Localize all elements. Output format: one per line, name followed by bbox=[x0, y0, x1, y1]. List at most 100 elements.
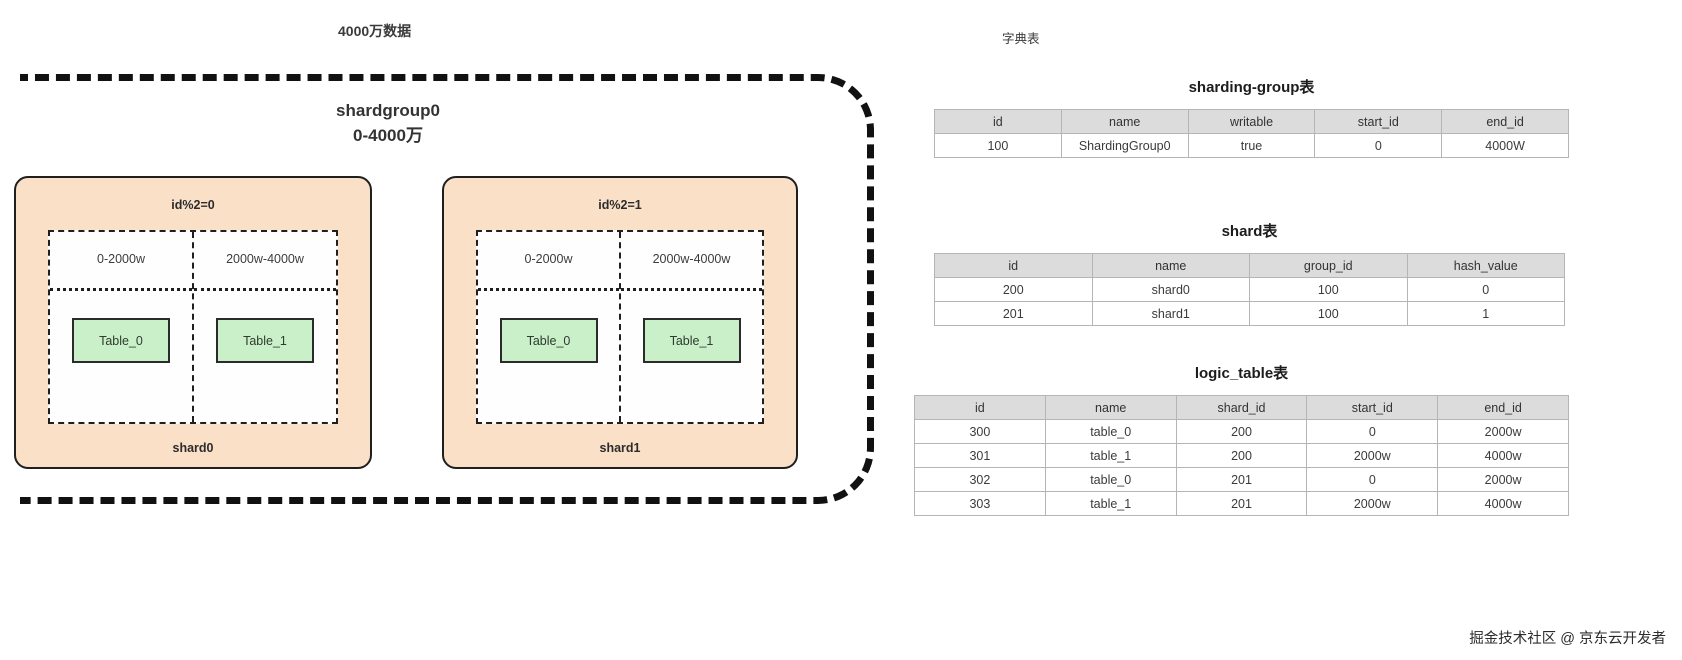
table-cell: table_1 bbox=[1044, 443, 1177, 468]
watermark: 掘金技术社区 @ 京东云开发者 bbox=[1469, 631, 1666, 647]
shard-mod-label: id%2=0 bbox=[171, 198, 215, 212]
column-header: start_id bbox=[1314, 109, 1443, 134]
shard-name-label: shard0 bbox=[172, 441, 214, 455]
table-cell: 301 bbox=[914, 443, 1046, 468]
table-cell: 201 bbox=[934, 301, 1093, 326]
range-divider bbox=[478, 288, 619, 291]
physical-table-chip: Table_0 bbox=[72, 318, 170, 363]
table-title: sharding-group表 bbox=[1188, 79, 1315, 96]
table-cell: 302 bbox=[914, 467, 1046, 492]
column-header: writable bbox=[1187, 109, 1316, 134]
column-header: shard_id bbox=[1175, 395, 1308, 420]
table-cell: table_0 bbox=[1044, 467, 1177, 492]
table-cell: 100 bbox=[934, 133, 1062, 158]
column-header: name bbox=[1060, 109, 1189, 134]
shard-range-container: 0-2000w Table_0 2000w-4000w Table_1 bbox=[476, 230, 764, 424]
shard-range-container: 0-2000w Table_0 2000w-4000w Table_1 bbox=[48, 230, 338, 424]
table-cell: 300 bbox=[914, 419, 1046, 444]
range-label: 2000w-4000w bbox=[652, 252, 731, 266]
sharding-topology-panel: 4000万数据 shardgroup0 0-4000万 id%2=0 0-200… bbox=[14, 23, 874, 504]
table-cell: 100 bbox=[1249, 277, 1408, 302]
column-header: name bbox=[1091, 253, 1250, 278]
dictionary-caption: 字典表 bbox=[1002, 32, 1040, 46]
range-column: 2000w-4000w Table_1 bbox=[192, 232, 336, 422]
physical-table-chip: Table_1 bbox=[216, 318, 314, 363]
column-header: group_id bbox=[1249, 253, 1408, 278]
column-header: end_id bbox=[1437, 395, 1569, 420]
column-header: id bbox=[914, 395, 1046, 420]
table-cell: ShardingGroup0 bbox=[1060, 133, 1189, 158]
data-volume-caption: 4000万数据 bbox=[338, 23, 412, 39]
table-cell: 2000w bbox=[1306, 443, 1439, 468]
range-column: 0-2000w Table_0 bbox=[478, 232, 619, 422]
range-column: 0-2000w Table_0 bbox=[50, 232, 192, 422]
table-cell: shard0 bbox=[1091, 277, 1250, 302]
shardgroup-boundary bbox=[14, 74, 874, 504]
table-cell: 0 bbox=[1406, 277, 1565, 302]
table-cell: 200 bbox=[1175, 443, 1308, 468]
table-cell: 0 bbox=[1306, 467, 1439, 492]
range-label: 2000w-4000w bbox=[226, 252, 304, 266]
table-cell: shard1 bbox=[1091, 301, 1250, 326]
table-title: logic_table表 bbox=[1194, 365, 1289, 382]
physical-table-chip: Table_1 bbox=[642, 318, 741, 363]
table-cell: 1 bbox=[1406, 301, 1565, 326]
table-cell: 2000w bbox=[1437, 467, 1569, 492]
shard-card: id%2=1 0-2000w Table_0 2000w-4000w Table… bbox=[442, 176, 798, 469]
table-cell: 0 bbox=[1314, 133, 1443, 158]
table-cell: 2000w bbox=[1306, 491, 1439, 516]
physical-table-chip: Table_0 bbox=[499, 318, 598, 363]
shardgroup-title: shardgroup0 0-4000万 bbox=[336, 101, 440, 145]
column-header: id bbox=[934, 253, 1093, 278]
shard-card: id%2=0 0-2000w Table_0 2000w-4000w Table… bbox=[14, 176, 372, 469]
shard-mod-label: id%2=1 bbox=[598, 198, 642, 212]
column-header: id bbox=[934, 109, 1062, 134]
table-cell: 201 bbox=[1175, 467, 1308, 492]
table-title: shard表 bbox=[1221, 223, 1278, 240]
table-cell: 4000w bbox=[1437, 491, 1569, 516]
table-cell: 0 bbox=[1306, 419, 1439, 444]
table-cell: 4000w bbox=[1437, 443, 1569, 468]
table-cell: 201 bbox=[1175, 491, 1308, 516]
column-header: start_id bbox=[1306, 395, 1439, 420]
range-divider bbox=[621, 288, 762, 291]
column-header: end_id bbox=[1441, 109, 1569, 134]
table-cell: 303 bbox=[914, 491, 1046, 516]
range-column: 2000w-4000w Table_1 bbox=[619, 232, 762, 422]
shard-name-label: shard1 bbox=[599, 441, 641, 455]
table-cell: 200 bbox=[1175, 419, 1308, 444]
table-cell: 100 bbox=[1249, 301, 1408, 326]
table-cell: true bbox=[1187, 133, 1316, 158]
range-divider bbox=[50, 288, 192, 291]
table-cell: 4000W bbox=[1441, 133, 1569, 158]
table-cell: table_1 bbox=[1044, 491, 1177, 516]
column-header: hash_value bbox=[1406, 253, 1565, 278]
range-label: 0-2000w bbox=[524, 252, 573, 266]
table-cell: 2000w bbox=[1437, 419, 1569, 444]
table-cell: 200 bbox=[934, 277, 1093, 302]
table-cell: table_0 bbox=[1044, 419, 1177, 444]
